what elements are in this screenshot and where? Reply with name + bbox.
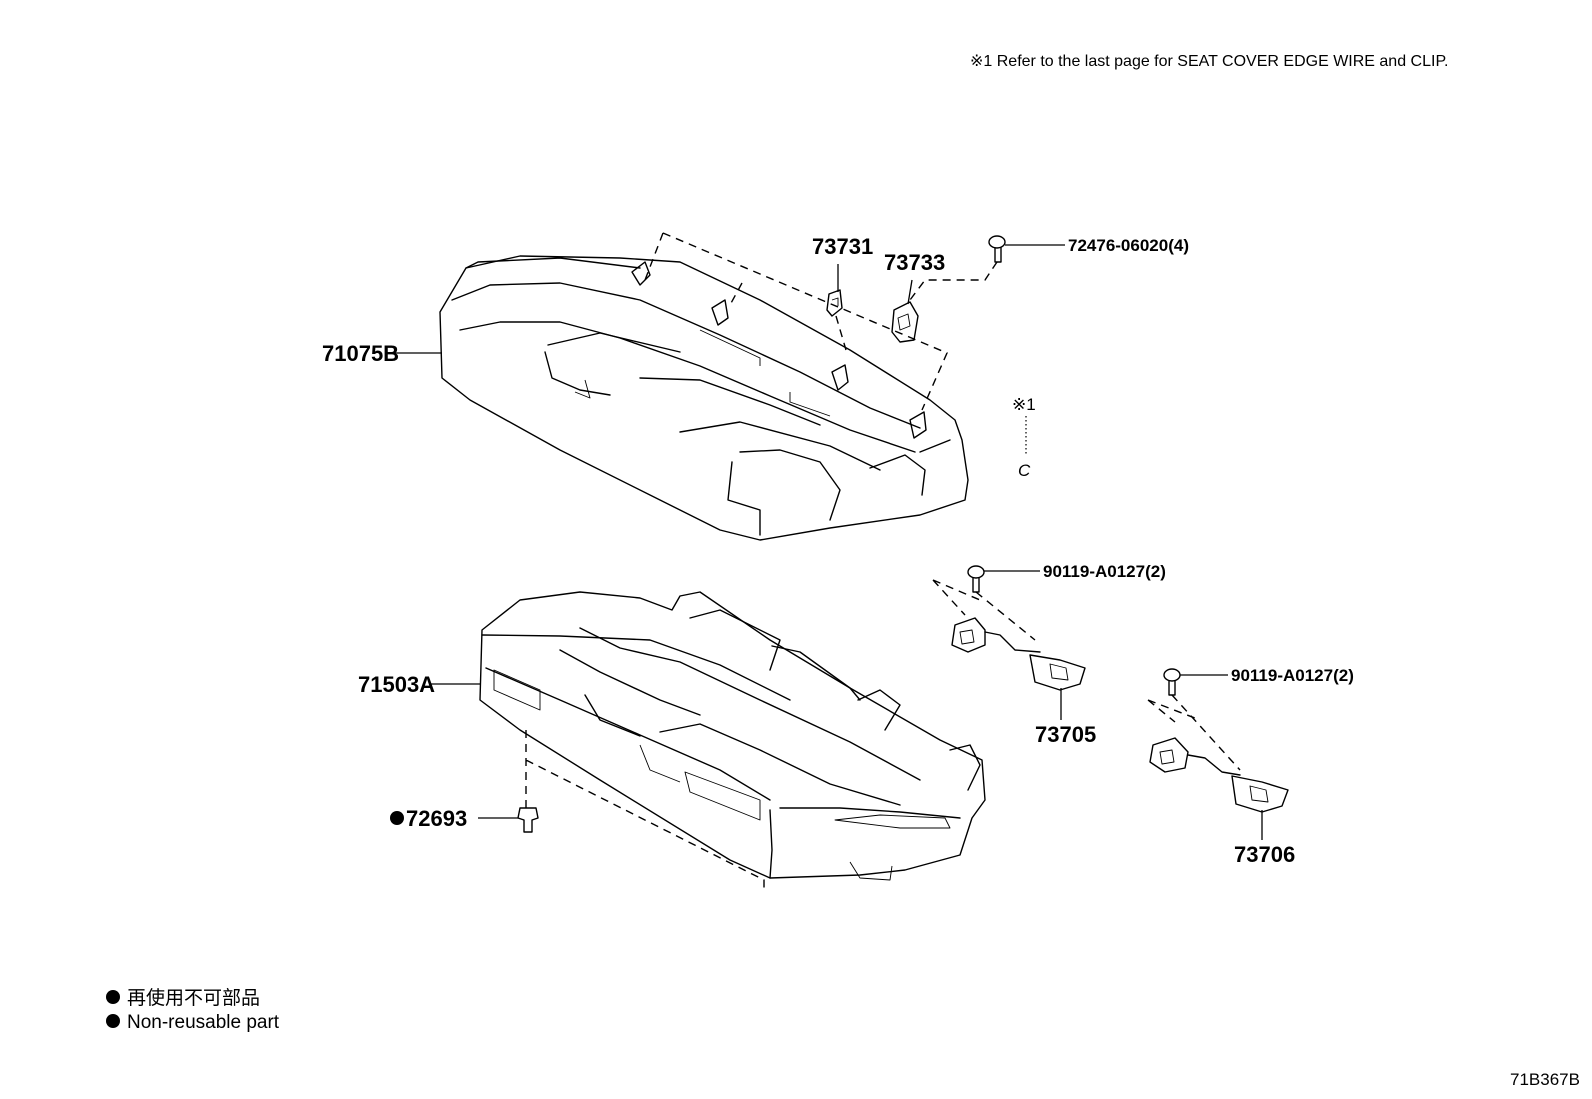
bolt-90119-b-drawing	[1163, 668, 1181, 696]
legend-en: Non-reusable part	[127, 1012, 280, 1033]
callout-72476-06020[interactable]: 72476-06020(4)	[1068, 236, 1189, 255]
callout-73731[interactable]: 73731	[812, 234, 873, 259]
seat-back-drawing	[439, 255, 969, 541]
callout-73706[interactable]: 73706	[1234, 842, 1295, 867]
figure-reference: 71B367B	[1510, 1070, 1580, 1089]
header-note: ※1 Refer to the last page for SEAT COVER…	[970, 53, 1449, 70]
bracket-73705-drawing	[951, 617, 1086, 691]
callout-73733[interactable]: 73733	[884, 250, 945, 275]
callout-72693[interactable]: 72693	[406, 806, 467, 831]
callout-90119-a0127-b[interactable]: 90119-A0127(2)	[1231, 666, 1354, 685]
callout-71075b[interactable]: 71075B	[322, 341, 399, 366]
bracket-73733-drawing	[891, 301, 919, 343]
bolt-72476-drawing	[988, 235, 1006, 263]
callout-71503a[interactable]: 71503A	[358, 672, 435, 697]
callout-90119-a0127-a[interactable]: 90119-A0127(2)	[1043, 562, 1166, 581]
legend-bullet-en	[106, 1014, 120, 1028]
legend-jp: 再使用不可部品	[127, 987, 260, 1009]
seat-cushion-drawing	[479, 591, 986, 881]
non-reusable-marker	[390, 811, 404, 825]
callout-73705[interactable]: 73705	[1035, 722, 1096, 747]
note-marker: ※1	[1012, 395, 1036, 414]
clip-73731-drawing	[826, 289, 843, 317]
clip-72693-drawing	[517, 807, 539, 833]
bracket-73706-drawing	[1149, 737, 1289, 813]
bolt-90119-a-drawing	[967, 565, 985, 593]
legend-bullet-jp	[106, 990, 120, 1004]
note-clip-glyph: C	[1018, 461, 1031, 480]
